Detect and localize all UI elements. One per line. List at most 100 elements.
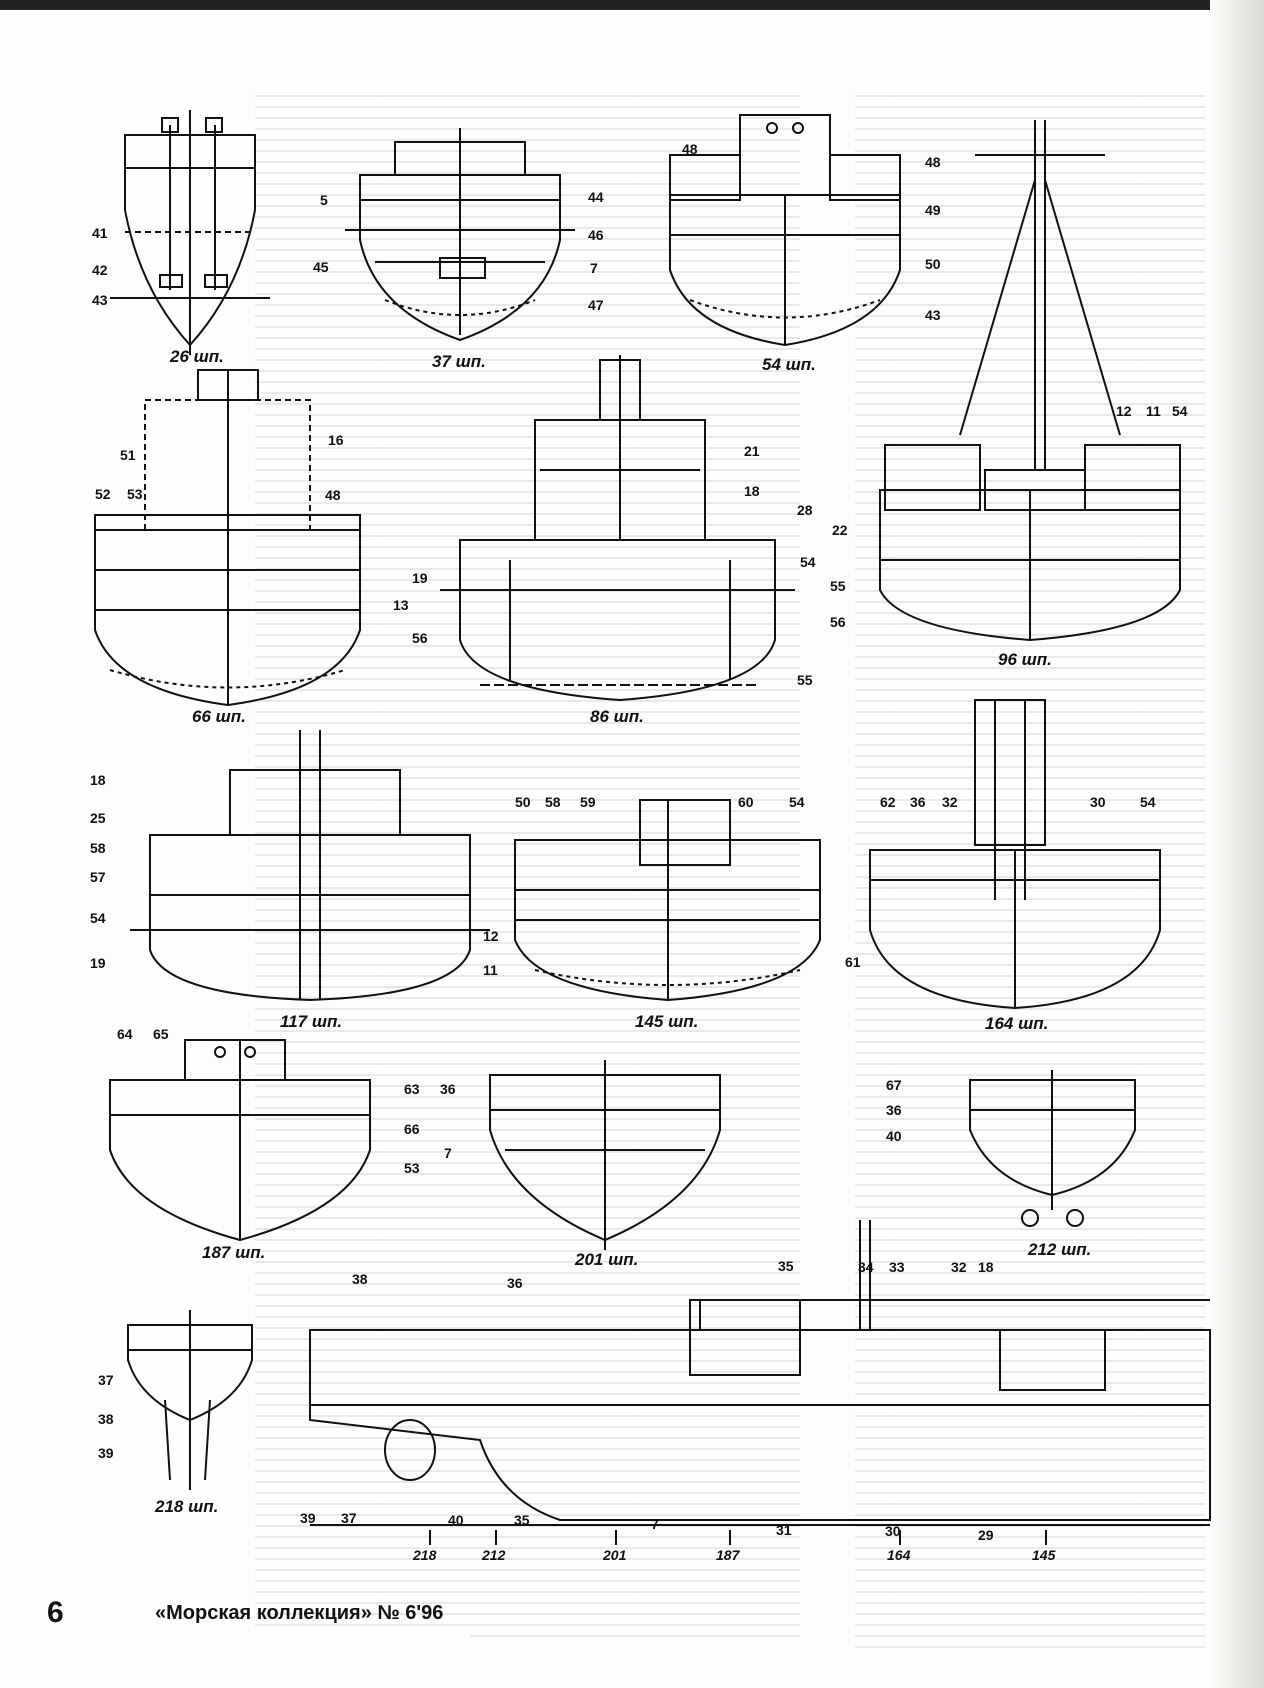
callout-66-52: 52 xyxy=(95,486,111,502)
callout-164-54: 54 xyxy=(1140,794,1156,810)
callout-201-36: 36 xyxy=(440,1081,456,1097)
callout-66-13: 13 xyxy=(393,597,409,613)
callout-212-40: 40 xyxy=(886,1128,902,1144)
callout-212-36: 36 xyxy=(886,1102,902,1118)
callout-profile-7: 7 xyxy=(651,1516,659,1532)
callout-profile-38: 38 xyxy=(352,1271,368,1287)
section-218-drawing xyxy=(127,1310,253,1490)
callout-37-47: 47 xyxy=(588,297,604,313)
callout-profile-39: 39 xyxy=(300,1510,316,1526)
callout-117-18: 18 xyxy=(90,772,106,788)
callout-212-67: 67 xyxy=(886,1077,902,1093)
section-187-drawing xyxy=(109,1039,371,1242)
section-201-drawing xyxy=(489,1060,721,1250)
callout-145-58: 58 xyxy=(545,794,561,810)
callout-86-54: 54 xyxy=(800,554,816,570)
callout-profile-35-top: 35 xyxy=(778,1258,794,1274)
section-title-218: 218 шп. xyxy=(155,1497,219,1516)
section-title-164: 164 шп. xyxy=(985,1014,1049,1033)
callout-profile-40: 40 xyxy=(448,1512,464,1528)
callout-164-30: 30 xyxy=(1090,794,1106,810)
callout-145-50: 50 xyxy=(515,794,531,810)
callout-117-57: 57 xyxy=(90,869,106,885)
callout-26-41: 41 xyxy=(92,225,108,241)
callout-117-25: 25 xyxy=(90,810,106,826)
callout-96-11: 11 xyxy=(1146,403,1161,419)
callout-218-37: 37 xyxy=(98,1372,114,1388)
journal-title: «Морская коллекция» № 6'96 xyxy=(155,1602,444,1624)
callout-145-54: 54 xyxy=(789,794,805,810)
callout-37-5: 5 xyxy=(320,192,328,208)
callout-86-18: 18 xyxy=(744,483,760,499)
page-number: 6 xyxy=(47,1596,64,1629)
background-text-mid xyxy=(470,95,800,1645)
section-title-26: 26 шп. xyxy=(170,347,224,366)
section-66-drawing xyxy=(94,369,361,707)
callout-54-48-left: 48 xyxy=(682,141,698,157)
callout-profile-35-bottom: 35 xyxy=(514,1512,530,1528)
section-117-drawing xyxy=(130,730,490,1002)
callout-26-43: 43 xyxy=(92,292,108,308)
callout-37-45: 45 xyxy=(313,259,329,275)
callout-54-50: 50 xyxy=(925,256,941,272)
callout-profile-31: 31 xyxy=(776,1522,792,1538)
callout-164-62: 62 xyxy=(880,794,896,810)
callout-96-22: 22 xyxy=(832,522,848,538)
callout-86-19: 19 xyxy=(412,570,428,586)
frame-mark-145: 145 xyxy=(1032,1547,1056,1563)
callout-187-65: 65 xyxy=(153,1026,169,1042)
section-96-drawing xyxy=(879,120,1181,642)
frame-mark-212: 212 xyxy=(482,1547,506,1563)
section-title-201: 201 шп. xyxy=(575,1250,639,1269)
callout-187-64: 64 xyxy=(117,1026,133,1042)
callout-117-58: 58 xyxy=(90,840,106,856)
section-37-drawing xyxy=(345,128,575,342)
callout-54-48-right: 48 xyxy=(925,154,941,170)
callout-profile-37: 37 xyxy=(341,1510,357,1526)
callout-117-19: 19 xyxy=(90,955,106,971)
section-86-drawing xyxy=(440,355,795,702)
section-title-96: 96 шп. xyxy=(998,650,1052,669)
section-title-37: 37 шп. xyxy=(432,352,486,371)
section-title-187: 187 шп. xyxy=(202,1243,266,1262)
frame-mark-218: 218 xyxy=(413,1547,437,1563)
callout-66-51: 51 xyxy=(120,447,136,463)
section-title-54: 54 шп. xyxy=(762,355,816,374)
callout-86-55: 55 xyxy=(797,672,813,688)
callout-37-7: 7 xyxy=(590,260,598,276)
callout-145-11: 11 xyxy=(483,962,498,978)
callout-187-53: 53 xyxy=(404,1160,420,1176)
callout-164-32: 32 xyxy=(942,794,958,810)
callout-26-42: 42 xyxy=(92,262,108,278)
callout-37-44: 44 xyxy=(588,189,604,205)
callout-profile-29: 29 xyxy=(978,1527,994,1543)
callout-218-39: 39 xyxy=(98,1445,114,1461)
section-26-drawing xyxy=(110,110,270,355)
section-title-66: 66 шп. xyxy=(192,707,246,726)
section-212-drawing xyxy=(969,1070,1136,1227)
section-54-drawing xyxy=(669,114,901,347)
callout-145-60: 60 xyxy=(738,794,754,810)
frame-mark-164: 164 xyxy=(887,1547,911,1563)
callout-117-54: 54 xyxy=(90,910,106,926)
callout-201-7: 7 xyxy=(444,1145,452,1161)
callout-187-66: 66 xyxy=(404,1121,420,1137)
callout-96-55: 55 xyxy=(830,578,846,594)
callout-96-56: 56 xyxy=(830,614,846,630)
stern-profile-drawing xyxy=(309,1220,1211,1545)
section-title-145: 145 шп. xyxy=(635,1012,699,1031)
frame-mark-187: 187 xyxy=(716,1547,740,1563)
callout-66-16: 16 xyxy=(328,432,344,448)
callout-37-46: 46 xyxy=(588,227,604,243)
callout-profile-18: 18 xyxy=(978,1259,994,1275)
section-145-drawing xyxy=(514,799,821,1002)
callout-96-54: 54 xyxy=(1172,403,1188,419)
callout-profile-36: 36 xyxy=(507,1275,523,1291)
callout-145-61: 61 xyxy=(845,954,861,970)
section-title-117: 117 шп. xyxy=(280,1012,343,1031)
background-text-left xyxy=(255,95,470,1635)
callout-145-59: 59 xyxy=(580,794,596,810)
callout-profile-32: 32 xyxy=(951,1259,967,1275)
